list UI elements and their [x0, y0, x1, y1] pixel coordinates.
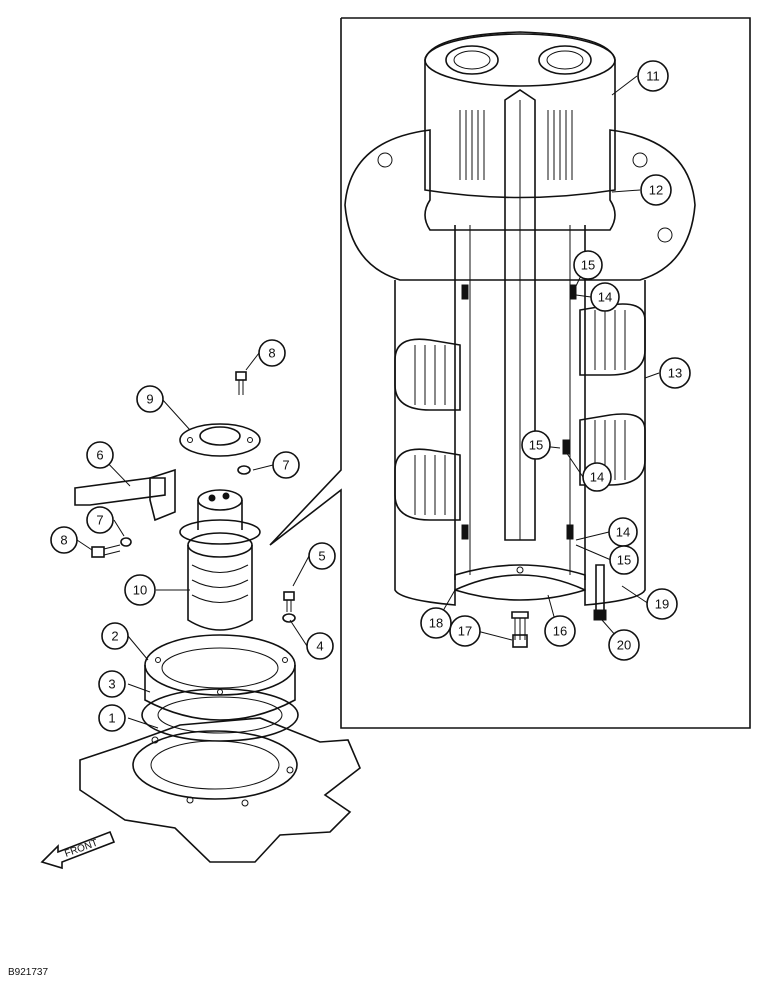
callout-1: 1: [98, 704, 126, 732]
svg-text:14: 14: [616, 525, 630, 540]
base-frame-plate: [79, 717, 361, 863]
swivel-joint-cutaway: [344, 31, 696, 648]
callout-10: 10: [124, 574, 156, 606]
callout-6: 6: [86, 441, 114, 469]
svg-text:5: 5: [318, 549, 325, 564]
center-housing: [144, 634, 296, 721]
reference-code: B921737: [8, 967, 48, 978]
callout-12: 12: [640, 174, 672, 206]
detail-inset-frame: [269, 17, 751, 729]
callout-18: 18: [420, 607, 452, 639]
svg-text:1: 1: [108, 711, 115, 726]
callout-15a: 15: [573, 250, 603, 280]
callout-20: 20: [608, 629, 640, 661]
svg-text:8: 8: [60, 533, 67, 548]
svg-text:4: 4: [316, 639, 323, 654]
svg-text:3: 3: [108, 677, 115, 692]
svg-text:17: 17: [458, 624, 472, 639]
stopper-bracket-6: [74, 468, 176, 522]
cover-plate-9: [179, 423, 261, 457]
callout-15b: 15: [521, 430, 551, 460]
front-direction-arrow: FRONT: [40, 830, 116, 870]
svg-text:15: 15: [529, 438, 543, 453]
svg-text:13: 13: [668, 366, 682, 381]
swivel-joint-assembly: [179, 489, 261, 631]
hardware-bolts: [91, 371, 296, 623]
svg-text:18: 18: [429, 616, 443, 631]
svg-text:16: 16: [553, 624, 567, 639]
svg-text:7: 7: [96, 513, 103, 528]
callout-13: 13: [659, 357, 691, 389]
svg-text:19: 19: [655, 597, 669, 612]
callout-19: 19: [646, 588, 678, 620]
bolt-20: [593, 564, 607, 621]
callout-9: 9: [136, 385, 164, 413]
svg-text:12: 12: [649, 183, 663, 198]
svg-text:15: 15: [581, 258, 595, 273]
callout-14c: 14: [608, 517, 638, 547]
svg-text:14: 14: [598, 290, 612, 305]
svg-text:2: 2: [111, 629, 118, 644]
svg-text:11: 11: [646, 69, 660, 84]
callout-17: 17: [449, 615, 481, 647]
svg-text:8: 8: [268, 346, 275, 361]
svg-text:FRONT: FRONT: [63, 838, 99, 860]
callout-11: 11: [637, 60, 669, 92]
callout-16: 16: [544, 615, 576, 647]
swing-bearing-ring: [141, 688, 299, 742]
svg-text:14: 14: [590, 470, 604, 485]
callout-8b: 8: [50, 526, 78, 554]
screw-17: [511, 611, 529, 648]
callout-8a: 8: [258, 339, 286, 367]
leader-lines: [76, 75, 660, 729]
callout-2: 2: [101, 622, 129, 650]
callout-14a: 14: [590, 282, 620, 312]
svg-text:15: 15: [617, 553, 631, 568]
callout-4: 4: [306, 632, 334, 660]
callout-7a: 7: [272, 451, 300, 479]
svg-text:9: 9: [146, 392, 153, 407]
callout-15c: 15: [609, 545, 639, 575]
svg-text:6: 6: [96, 448, 103, 463]
callout-3: 3: [98, 670, 126, 698]
callout-5: 5: [308, 542, 336, 570]
svg-text:10: 10: [133, 583, 147, 598]
callout-7b: 7: [86, 506, 114, 534]
callout-14b: 14: [582, 462, 612, 492]
svg-text:20: 20: [617, 638, 631, 653]
svg-text:7: 7: [282, 458, 289, 473]
